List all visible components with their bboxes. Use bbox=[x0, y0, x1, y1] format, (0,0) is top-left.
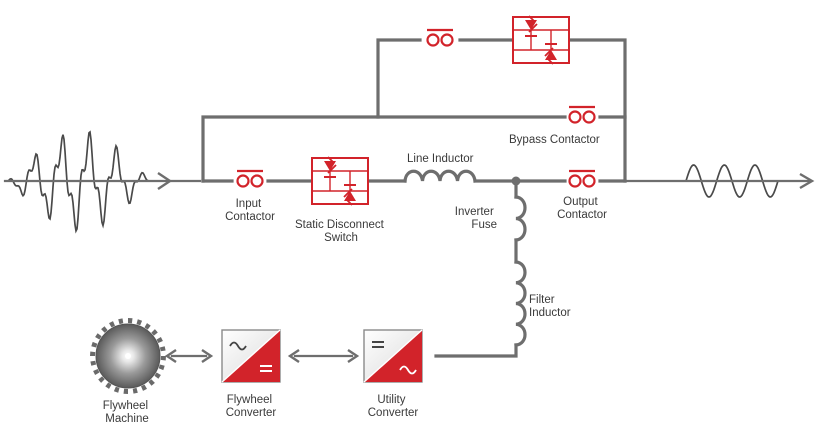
output-contactor-label: Output Contactor bbox=[557, 196, 607, 221]
static-disconnect-switch-label: Static Disconnect Switch bbox=[295, 219, 387, 244]
filter-inductor-coil-icon bbox=[514, 260, 527, 347]
input-arrow-icon bbox=[157, 172, 173, 190]
filter-inductor-label: Filter Inductor bbox=[529, 294, 571, 319]
utility-converter-label: Utility Converter bbox=[368, 394, 419, 419]
input-contactor-label: Input Contactor bbox=[225, 198, 275, 223]
double-arrow-icon-2 bbox=[287, 349, 360, 363]
line-inductor-coil-icon bbox=[403, 169, 477, 183]
utility-converter-icon bbox=[363, 329, 423, 383]
bypass-contactor-icon bbox=[568, 105, 596, 124]
flywheel-icon bbox=[90, 318, 166, 394]
inverter-fuse-label: Inverter Fuse bbox=[455, 206, 497, 231]
bypass-thyristor-switch-icon bbox=[512, 15, 570, 65]
bypass-wire bbox=[201, 115, 567, 183]
flywheel-converter-label: Flywheel Converter bbox=[226, 394, 277, 419]
outer-bypass-wire bbox=[376, 38, 422, 119]
double-arrow-icon bbox=[164, 349, 214, 363]
output-arrow-icon bbox=[799, 172, 815, 190]
flywheel-converter-icon bbox=[221, 329, 281, 383]
static-disconnect-switch-icon bbox=[311, 156, 369, 206]
input-waveform bbox=[7, 130, 151, 234]
inverter-fuse-coil-icon bbox=[514, 195, 527, 242]
flywheel-machine-label: Flywheel Machine bbox=[103, 400, 152, 425]
contactor-icon bbox=[426, 28, 454, 47]
input-contactor-icon bbox=[236, 169, 264, 188]
line-inductor-label: Line Inductor bbox=[407, 153, 474, 165]
outer-bypass-wire-right bbox=[568, 38, 627, 183]
output-contactor-icon bbox=[568, 169, 596, 188]
branch-wire-bottom bbox=[434, 343, 518, 358]
bypass-contactor-label: Bypass Contactor bbox=[509, 134, 600, 146]
